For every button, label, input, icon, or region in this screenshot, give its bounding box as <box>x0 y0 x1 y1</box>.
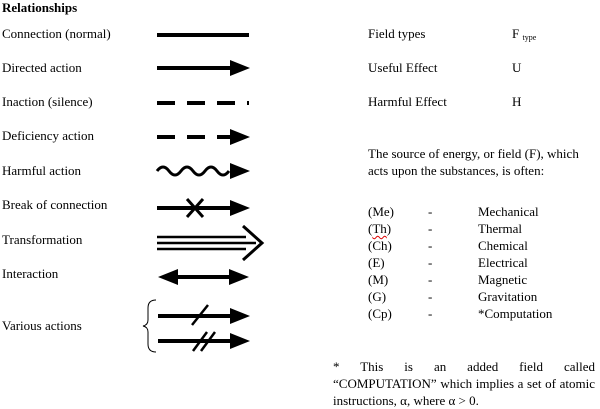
field-abbr: (M) <box>368 272 389 287</box>
deficiency-dashed-arrow-icon <box>157 129 250 145</box>
field-abbr-thermal: Th <box>372 221 387 236</box>
field-name: Magnetic <box>478 272 528 287</box>
field-abbr: (G) <box>368 289 387 304</box>
relationship-label-inaction: Inaction (silence) <box>2 94 93 109</box>
field-name: Electrical <box>478 255 528 270</box>
relationship-label-break: Break of connection <box>2 197 108 212</box>
field-name: Thermal <box>478 221 523 236</box>
various-actions-brace-icon <box>142 299 157 353</box>
field-name: Gravitation <box>478 289 538 304</box>
field-abbr: (Cp) <box>368 306 392 321</box>
relationship-label-connection: Connection (normal) <box>2 26 111 41</box>
harmful-effect-symbol: H <box>512 94 522 109</box>
field-types-label: Field types <box>368 26 426 41</box>
relationship-label-interaction: Interaction <box>2 266 59 281</box>
field-abbr: (Me) <box>368 204 394 219</box>
field-abbr: (E) <box>368 255 385 270</box>
interaction-bidirectional-arrow-icon <box>158 269 249 285</box>
field-abbr: (Ch) <box>368 238 392 253</box>
field-dash: - <box>428 272 433 287</box>
page-title: Relationships <box>2 0 78 15</box>
field-types-symbol-main: F <box>512 26 520 41</box>
field-abbr: (Th) <box>368 221 392 236</box>
break-crossed-arrow-icon <box>157 198 250 218</box>
computation-footnote: * This is an added field called “COMPUTA… <box>333 359 595 408</box>
field-name: Chemical <box>478 238 528 253</box>
various-slashed-arrow-icon <box>158 304 250 326</box>
field-dash: - <box>428 255 433 270</box>
relationship-symbols <box>142 33 265 353</box>
field-dash: - <box>428 289 433 304</box>
relationship-label-transformation: Transformation <box>2 232 83 247</box>
relationship-label-deficiency: Deficiency action <box>2 128 95 143</box>
field-name: Mechanical <box>478 204 539 219</box>
relationship-label-directed: Directed action <box>2 60 82 75</box>
field-types-symbol: F type <box>512 27 536 42</box>
field-dash: - <box>428 238 433 253</box>
useful-effect-label: Useful Effect <box>368 60 438 75</box>
transformation-double-arrow-icon <box>157 224 265 262</box>
directed-arrow-icon <box>157 60 250 76</box>
harmful-effect-label: Harmful Effect <box>368 94 447 109</box>
energy-source-paragraph: The source of energy, or field (F), whic… <box>368 146 579 178</box>
field-dash: - <box>428 204 433 219</box>
relationship-label-harmful: Harmful action <box>2 163 82 178</box>
field-types-symbol-sub: type <box>522 33 537 42</box>
useful-effect-symbol: U <box>512 60 522 75</box>
field-dash: - <box>428 306 433 321</box>
various-double-slashed-arrow-icon <box>158 331 250 352</box>
relationship-label-various: Various actions <box>2 318 82 333</box>
field-name: *Computation <box>478 306 553 321</box>
field-dash: - <box>428 221 433 236</box>
harmful-wavy-arrow-icon <box>155 163 250 179</box>
